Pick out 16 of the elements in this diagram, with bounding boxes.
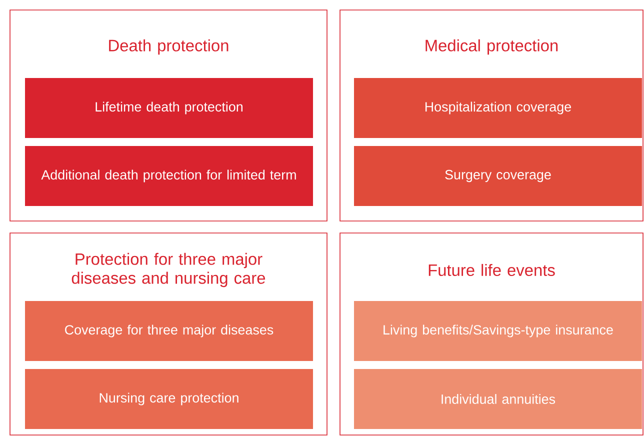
coverage-box: Individual annuities [354, 368, 642, 429]
panel-heading: Protection for three major diseases and nursing care [72, 252, 266, 288]
panel-heading: Medical protection [426, 39, 558, 55]
category-panel [10, 10, 328, 222]
panel-heading: Future life events [428, 264, 555, 276]
coverage-box: Additional death protection for limited term [25, 146, 313, 206]
coverage-box: Living benefits/Savings-type insurance [354, 300, 642, 361]
coverage-box: Nursing care protection [25, 368, 313, 429]
panel-heading: Death protection [109, 39, 228, 55]
category-panel [10, 232, 328, 436]
coverage-box: Coverage for three major diseases [25, 300, 313, 361]
category-panel [340, 10, 644, 222]
category-panel [340, 232, 644, 436]
coverage-box: Hospitalization coverage [354, 78, 642, 138]
coverage-box: Surgery coverage [354, 146, 642, 206]
coverage-box: Lifetime death protection [25, 78, 313, 138]
